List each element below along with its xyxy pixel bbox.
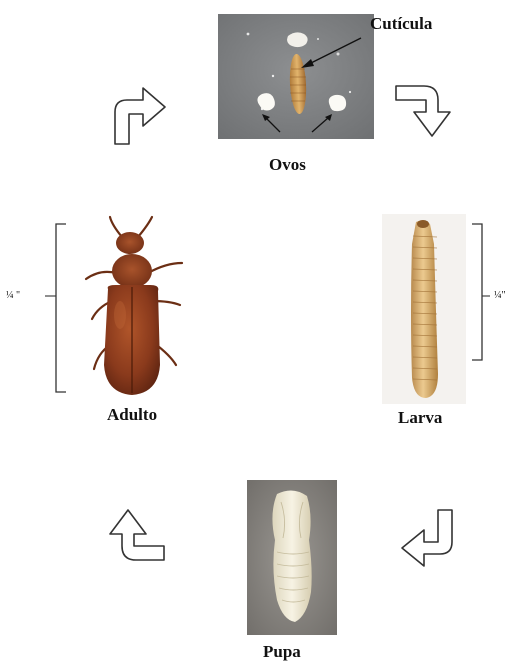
pupa-label: Pupa <box>263 642 301 662</box>
larva-size-mark: ¼" <box>494 290 506 301</box>
larva-label: Larva <box>398 408 442 428</box>
adult-size-mark: ¼ " <box>6 290 20 301</box>
eggs-photo <box>218 14 374 139</box>
adult-beetle-image <box>72 215 196 400</box>
adult-size-bracket <box>30 222 70 394</box>
eggs-label: Ovos <box>269 155 306 175</box>
cycle-arrow-up-right-icon <box>107 82 169 146</box>
cuticle-label: Cutícula <box>370 14 432 34</box>
larva-photo <box>382 214 466 404</box>
adult-label: Adulto <box>107 405 157 425</box>
cycle-arrow-up-left-icon <box>102 506 166 562</box>
cuticle-pointer-arrow <box>295 34 365 74</box>
cycle-arrow-down-right-icon <box>394 84 458 140</box>
pupa-photo <box>247 480 337 635</box>
cycle-arrow-down-left-icon <box>398 508 458 568</box>
